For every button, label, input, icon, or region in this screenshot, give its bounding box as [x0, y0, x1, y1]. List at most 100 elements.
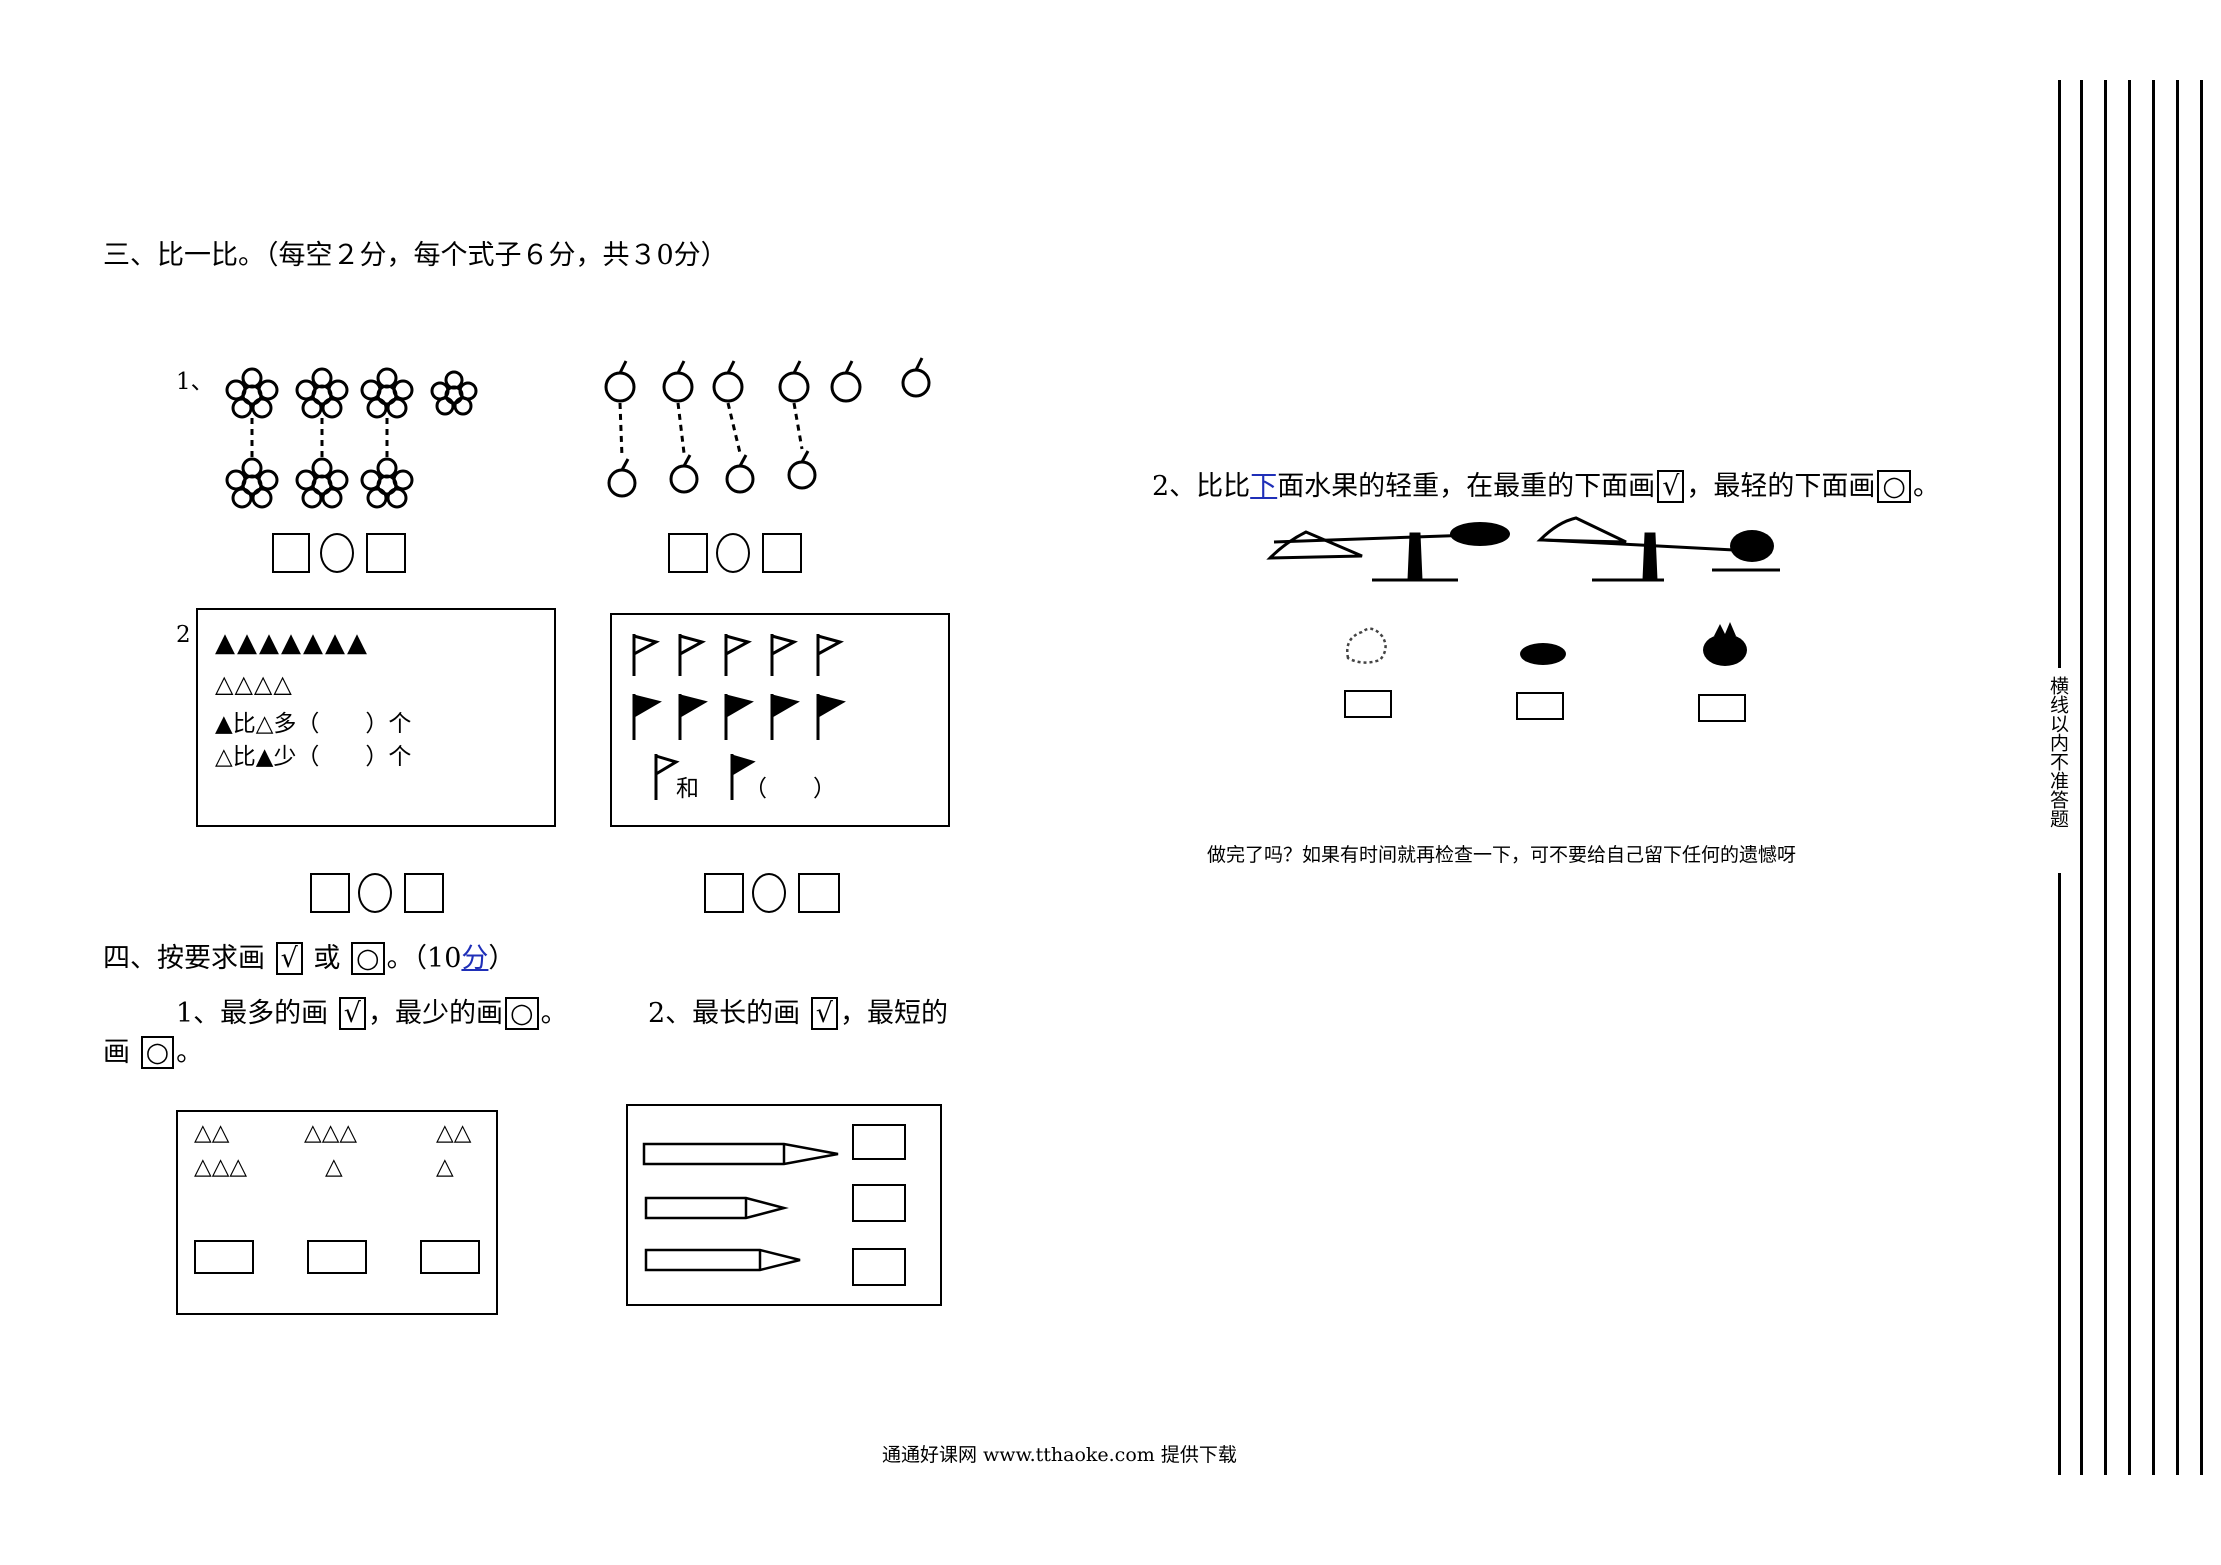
- answer-box[interactable]: [762, 533, 802, 573]
- pencil-compare-frame: [626, 1104, 942, 1306]
- empty-flag-icon: [632, 634, 660, 676]
- apple-icon: [604, 360, 636, 403]
- circle-mark-box: ○: [140, 1036, 175, 1069]
- fruit-peach-icon: [1346, 627, 1387, 664]
- footer-credit: 通通好课网 www.tthaoke.com 提供下载: [882, 1444, 1237, 1466]
- pencil-icon: [642, 1142, 839, 1166]
- apple-icon: [725, 454, 755, 494]
- compare-circle[interactable]: [320, 533, 354, 573]
- margin-line: [2200, 80, 2203, 1475]
- triangle-group-1-row-1: △△: [194, 1120, 230, 1146]
- triangle-compare-frame: [196, 608, 556, 827]
- answer-box[interactable]: [852, 1184, 906, 1222]
- answer-box[interactable]: [404, 873, 444, 913]
- filled-flag-icon: [770, 694, 800, 740]
- below-link[interactable]: 下: [1250, 471, 1278, 502]
- flag-answer-blank[interactable]: （ ）: [744, 776, 836, 802]
- apple-icon: [830, 360, 862, 403]
- empty-flag-icon: [816, 634, 844, 676]
- triangle-group-3-row-2: △: [436, 1154, 454, 1180]
- answer-box[interactable]: [798, 873, 840, 913]
- flag-compare-frame: [610, 613, 950, 827]
- section-4-question-2: 2、最长的画 √，最短的: [648, 997, 948, 1030]
- triangle-group-3-row-1: △△: [436, 1120, 472, 1146]
- filled-flag-icon: [632, 694, 662, 740]
- triangle-groups-frame: [176, 1110, 498, 1315]
- flag-conjunction: 和: [676, 776, 699, 802]
- filled-flag-icon: [730, 753, 756, 800]
- margin-line-gap: [2052, 668, 2068, 873]
- section-4-title: 四、按要求画 √ 或 ○。（10分）: [103, 942, 516, 975]
- triangle-group-2-row-2: △: [325, 1154, 343, 1180]
- empty-flag-icon: [678, 634, 706, 676]
- flower-icon: [295, 457, 349, 509]
- empty-flag-icon: [654, 754, 680, 800]
- compare-circle[interactable]: [358, 873, 392, 913]
- section-4-question-1: 1、最多的画 √，最少的画○。: [176, 997, 568, 1030]
- answer-box[interactable]: [194, 1240, 254, 1274]
- answer-box[interactable]: [1344, 690, 1392, 718]
- answer-box[interactable]: [852, 1248, 906, 1286]
- answer-box[interactable]: [1698, 694, 1746, 722]
- filled-flag-icon: [678, 694, 708, 740]
- check-mark-box: √: [275, 942, 303, 975]
- check-mark-box: √: [1657, 470, 1685, 503]
- flower-icon: [360, 367, 414, 419]
- section-3-title: 三、比一比。（每空２分，每个式子６分，共３0分）: [103, 240, 728, 271]
- compare-circle[interactable]: [752, 873, 786, 913]
- answer-box[interactable]: [272, 533, 310, 573]
- apple-icon: [669, 454, 699, 494]
- flower-icon: [360, 457, 414, 509]
- flower-icon: [430, 370, 478, 416]
- answer-box[interactable]: [668, 533, 708, 573]
- empty-flag-icon: [724, 634, 752, 676]
- check-mark-box: √: [338, 997, 366, 1030]
- apple-icon: [778, 360, 810, 403]
- balance-scale-icon: [1266, 522, 1510, 582]
- filled-triangles-row: ▲▲▲▲▲▲▲: [215, 628, 369, 658]
- score-link[interactable]: 分: [461, 943, 489, 974]
- triangle-group-1-row-2: △△△: [194, 1154, 248, 1180]
- margin-line: [2080, 80, 2083, 1475]
- hollow-triangles-row: △△△△: [215, 670, 293, 698]
- fruit-round-icon: [1520, 643, 1566, 665]
- margin-line: [2128, 80, 2131, 1475]
- apple-icon: [787, 450, 817, 490]
- empty-flag-icon: [770, 634, 798, 676]
- question-1-number: 1、: [176, 369, 214, 395]
- margin-line: [2152, 80, 2155, 1475]
- fruit-weight-question: 2、比比下面水果的轻重，在最重的下面画√，最轻的下面画○。: [1152, 470, 1940, 503]
- answer-box[interactable]: [704, 873, 744, 913]
- pencil-icon: [644, 1248, 801, 1272]
- encouragement-note: 做完了吗？如果有时间就再检查一下，可不要给自己留下任何的遗憾呀: [1207, 844, 1797, 866]
- compare-circle[interactable]: [716, 533, 750, 573]
- balance-scale-icon: [1536, 516, 1780, 582]
- answer-box[interactable]: [366, 533, 406, 573]
- answer-box[interactable]: [1516, 692, 1564, 720]
- margin-line: [2104, 80, 2107, 1475]
- apple-icon: [607, 458, 637, 498]
- answer-box[interactable]: [307, 1240, 367, 1274]
- fruit-pineapple-icon: [1703, 622, 1747, 666]
- flower-icon: [295, 367, 349, 419]
- circle-mark-box: ○: [1877, 470, 1911, 503]
- question-2-number: 2: [176, 622, 191, 648]
- apple-icon: [901, 357, 931, 398]
- apple-icon: [712, 360, 744, 403]
- check-mark-box: √: [810, 997, 838, 1030]
- circle-mark-box: ○: [351, 942, 385, 975]
- answer-box[interactable]: [420, 1240, 480, 1274]
- flower-group: [225, 367, 478, 509]
- answer-box[interactable]: [310, 873, 350, 913]
- flower-icon: [225, 457, 279, 509]
- apple-group: [604, 357, 931, 498]
- more-than-line: ▲比△多（ ）个: [215, 711, 412, 737]
- no-answer-margin-text: 横线以内不准答题: [2047, 676, 2069, 828]
- filled-flag-icon: [724, 694, 754, 740]
- flower-icon: [225, 367, 279, 419]
- margin-line: [2176, 80, 2179, 1475]
- flag-group: [632, 634, 846, 740]
- answer-box[interactable]: [852, 1124, 906, 1160]
- filled-flag-icon: [816, 694, 846, 740]
- apple-icon: [662, 360, 694, 403]
